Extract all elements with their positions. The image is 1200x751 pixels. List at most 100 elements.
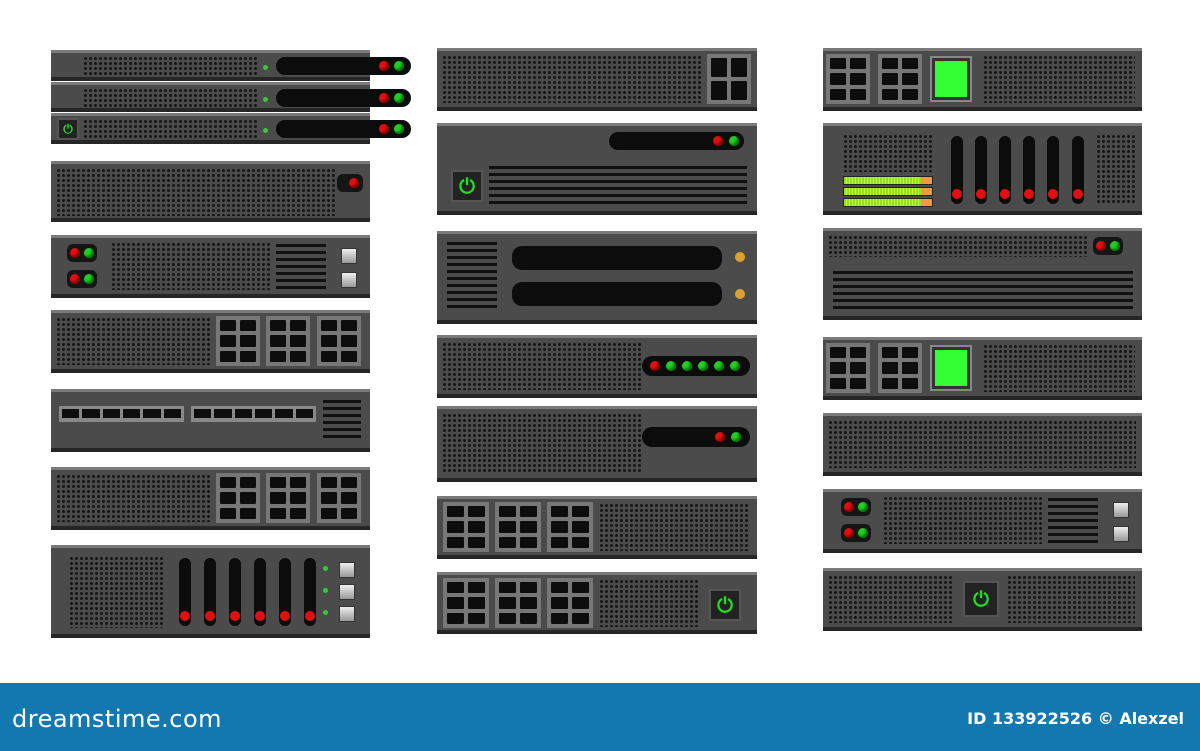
- server-vent-status: [823, 228, 1142, 320]
- port: [499, 506, 516, 518]
- drive-bay-icon: [1072, 136, 1084, 204]
- grille: [442, 55, 702, 103]
- status-led-icon: [323, 610, 328, 615]
- port: [341, 350, 357, 362]
- btn[interactable]: [339, 606, 355, 622]
- port: [520, 521, 537, 533]
- bar: [843, 187, 933, 196]
- port: [270, 507, 286, 519]
- status-led-icon: [394, 61, 404, 71]
- port: [551, 597, 568, 609]
- port: [321, 335, 337, 347]
- vent: [276, 244, 326, 290]
- grille: [883, 496, 1043, 544]
- port: [520, 536, 537, 548]
- server-1u-b: [51, 82, 411, 112]
- btn[interactable]: [341, 248, 357, 264]
- ethernet-port-icon: [317, 473, 361, 523]
- status-led-icon: [323, 588, 328, 593]
- grille: [1096, 134, 1136, 204]
- ethernet-port-icon: [443, 502, 489, 552]
- server-1u-a: [51, 50, 411, 81]
- btn[interactable]: [1113, 526, 1129, 542]
- port: [321, 492, 337, 504]
- port: [447, 612, 464, 624]
- status-led-icon: [735, 252, 745, 262]
- status-led-icon: [323, 566, 328, 571]
- port: [830, 347, 846, 359]
- slot: [512, 246, 722, 270]
- status-led-icon: [844, 528, 854, 538]
- port: [902, 58, 918, 70]
- status-led-icon: [730, 361, 740, 371]
- grille: [83, 88, 258, 108]
- drive-bay-icon: [279, 558, 291, 626]
- btn[interactable]: [339, 562, 355, 578]
- port: [551, 521, 568, 533]
- server-dual-status-b: [823, 489, 1142, 553]
- port: [220, 320, 236, 332]
- ethernet-port-icon: [495, 578, 541, 628]
- status-led-icon: [715, 432, 725, 442]
- grille: [828, 575, 953, 623]
- switch-ethernet-row: [51, 389, 370, 452]
- port: [290, 335, 306, 347]
- status-led-icon: [698, 361, 708, 371]
- status-led-icon: [379, 61, 389, 71]
- grille: [69, 556, 164, 628]
- grille: [828, 235, 1088, 257]
- ledbox: [841, 524, 871, 542]
- status-led-icon: [858, 528, 868, 538]
- status-led-icon: [263, 65, 268, 70]
- port: [882, 362, 898, 374]
- status-led-icon: [713, 136, 723, 146]
- port: [882, 58, 898, 70]
- server-led-row: [437, 335, 757, 398]
- status-led-icon: [1110, 241, 1120, 251]
- port: [499, 612, 516, 624]
- port: [882, 73, 898, 85]
- port: [572, 536, 589, 548]
- server-dual-status: [51, 235, 370, 298]
- ethernet-port-icon: [216, 473, 260, 523]
- btn[interactable]: [1113, 502, 1129, 518]
- ethernet-port-icon: [878, 343, 922, 393]
- switch-ports-c: [437, 496, 757, 559]
- btn[interactable]: [341, 272, 357, 288]
- vent: [489, 166, 747, 204]
- ethernet-port-icon: [826, 54, 870, 104]
- grille: [599, 503, 749, 551]
- ethernet-port-icon: [266, 473, 310, 523]
- grille: [111, 242, 271, 290]
- power-icon[interactable]: ⏻: [709, 589, 741, 621]
- power-icon[interactable]: ⏻: [963, 581, 999, 617]
- port: [520, 506, 537, 518]
- port: [220, 477, 236, 489]
- drive-bay-icon: [1047, 136, 1059, 204]
- port: [902, 377, 918, 389]
- port: [240, 320, 256, 332]
- port: [572, 582, 589, 594]
- port: [850, 347, 866, 359]
- slot: [276, 120, 411, 138]
- btn[interactable]: [339, 584, 355, 600]
- power-icon[interactable]: ⏻: [451, 170, 483, 202]
- port: [572, 521, 589, 533]
- port: [520, 612, 537, 624]
- power-icon[interactable]: ⏻: [57, 118, 79, 140]
- status-led-icon: [70, 248, 80, 258]
- server-plain-b: [823, 413, 1142, 476]
- port: [468, 582, 485, 594]
- bar: [843, 198, 933, 207]
- port: [240, 335, 256, 347]
- brand-logo[interactable]: dreamstime.com: [12, 705, 223, 733]
- status-led-icon: [666, 361, 676, 371]
- switch-power: ⏻: [437, 572, 757, 634]
- server-power-b: ⏻: [823, 568, 1142, 631]
- port: [321, 507, 337, 519]
- grille: [442, 342, 642, 390]
- bar: [843, 176, 933, 185]
- port: [711, 81, 727, 100]
- port: [551, 582, 568, 594]
- grille: [442, 413, 642, 473]
